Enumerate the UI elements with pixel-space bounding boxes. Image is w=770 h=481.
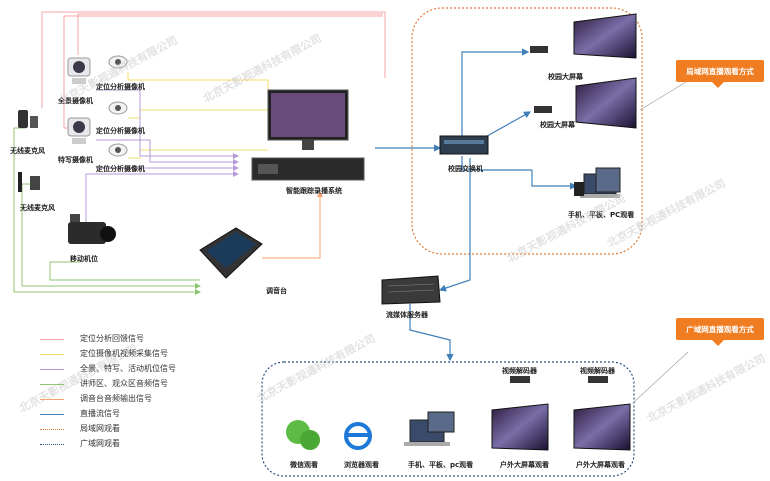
legend-label: 定位摄像机视频采集信号 <box>80 349 168 358</box>
wan-decoder-icon <box>510 376 608 383</box>
callout-wan-text: 广域网直播观看方式 <box>686 324 754 334</box>
label-streaming-server: 流媒体服务器 <box>386 311 428 319</box>
recording-system-icon <box>251 89 365 181</box>
legend-swatch <box>40 354 64 355</box>
label-campus-screen-1: 校园大屏幕 <box>548 73 583 81</box>
wan-region <box>261 361 635 477</box>
legend-item: 全景、特写、活动机位信号 <box>40 363 200 375</box>
lan-region <box>411 7 643 255</box>
legend-label: 讲师区、观众区音频信号 <box>80 379 168 388</box>
callout-lan: 局域网直播观看方式 <box>676 60 764 88</box>
label-video-decoder-2: 视频解码器 <box>580 367 615 375</box>
closeup-camera-icon <box>67 117 91 144</box>
legend-label: 直播流信号 <box>80 409 120 418</box>
lan-devices-icon <box>574 167 621 198</box>
callout-wan: 广域网直播观看方式 <box>676 318 764 346</box>
legend-swatch <box>40 369 64 370</box>
streaming-server-icon <box>381 275 441 305</box>
lan-decoder-icon <box>530 46 548 53</box>
legend-item: 局域网观看 <box>40 423 200 435</box>
camera-signal-lines <box>85 89 239 231</box>
label-lan-devices: 手机、平板、PC观看 <box>568 211 635 219</box>
outdoor-screen-icon <box>491 403 631 451</box>
label-positioning-camera-3: 定位分析摄像机 <box>96 165 145 173</box>
legend-label: 调音台音频输出信号 <box>80 394 152 403</box>
legend-swatch <box>40 399 64 400</box>
label-recording-system: 智能跟踪录播系统 <box>286 187 342 195</box>
label-browser: 浏览器观看 <box>344 461 379 469</box>
mixer-output-line <box>262 191 323 259</box>
legend-swatch <box>40 339 64 340</box>
label-campus-switch: 校园交换机 <box>448 165 483 173</box>
label-wechat: 微信观看 <box>290 461 318 469</box>
label-mixer: 调音台 <box>266 287 287 295</box>
mixer-icon <box>199 227 263 279</box>
stream-lines <box>375 48 578 362</box>
legend-swatch <box>40 444 64 445</box>
browser-icon <box>344 422 372 450</box>
label-campus-screen-2: 校园大屏幕 <box>540 121 575 129</box>
wan-devices-icon <box>404 411 455 446</box>
legend-item: 讲师区、观众区音频信号 <box>40 378 200 390</box>
label-panorama-camera: 全景摄像机 <box>58 97 93 105</box>
positioning-camera-icon <box>108 55 128 157</box>
lan-decoder-icon <box>534 106 552 113</box>
legend-label: 定位分析回馈信号 <box>80 334 144 343</box>
legend-label: 广域网观看 <box>80 439 120 448</box>
label-mobile-camera: 移动机位 <box>70 255 98 263</box>
campus-screen-icon <box>573 13 637 129</box>
switch-icon <box>439 135 489 155</box>
label-positioning-camera-2: 定位分析摄像机 <box>96 127 145 135</box>
legend-item: 调音台音频输出信号 <box>40 393 200 405</box>
label-closeup-camera: 特写摄像机 <box>58 156 93 164</box>
label-outdoor-screen-2: 户外大屏幕观看 <box>576 461 625 469</box>
label-positioning-camera-1: 定位分析摄像机 <box>96 83 145 91</box>
legend-item: 定位分析回馈信号 <box>40 333 200 345</box>
label-video-decoder-1: 视频解码器 <box>502 367 537 375</box>
wechat-icon <box>286 420 320 450</box>
wireless-mic-icon <box>18 110 40 192</box>
legend-item: 定位摄像机视频采集信号 <box>40 348 200 360</box>
legend-item: 直播流信号 <box>40 408 200 420</box>
label-wireless-mic-2: 无线麦克风 <box>20 204 55 212</box>
legend-swatch <box>40 414 64 415</box>
mobile-camera-icon <box>68 214 116 244</box>
legend-item: 广域网观看 <box>40 438 200 450</box>
callout-lan-text: 局域网直播观看方式 <box>686 66 754 76</box>
legend-label: 全景、特写、活动机位信号 <box>80 364 176 373</box>
label-wan-devices: 手机、平板、pc观看 <box>408 461 474 469</box>
legend-label: 局域网观看 <box>80 424 120 433</box>
label-wireless-mic-1: 无线麦克风 <box>10 147 45 155</box>
legend-swatch <box>40 429 64 430</box>
label-outdoor-screen-1: 户外大屏幕观看 <box>500 461 549 469</box>
legend-swatch <box>40 384 64 385</box>
panorama-camera-icon <box>67 57 91 84</box>
